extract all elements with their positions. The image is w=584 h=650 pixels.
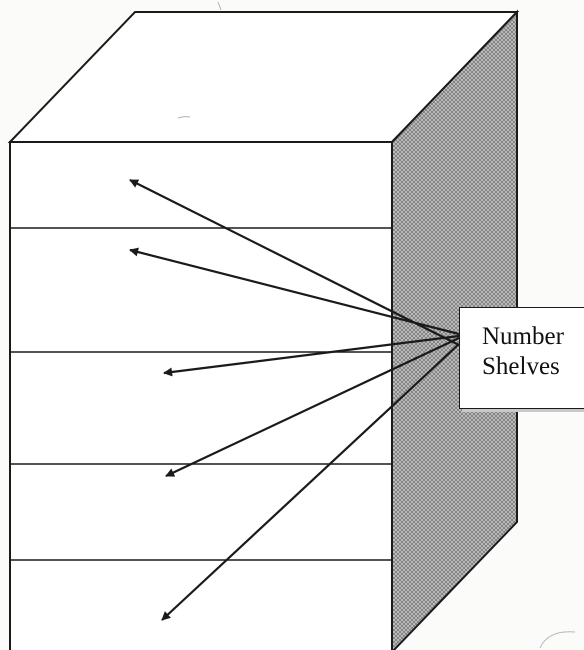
scan-mark: [539, 631, 576, 649]
case-front-face: [9, 141, 393, 650]
scan-mark: [177, 116, 191, 119]
arrow-to-shelf-4: [165, 337, 460, 477]
scan-mark: [217, 1, 222, 11]
callout-label-box: Number Shelves: [459, 307, 584, 409]
arrow-to-shelf-5: [161, 343, 460, 621]
arrow-to-shelf-2: [129, 247, 460, 336]
arrow-to-shelf-3: [163, 334, 460, 377]
arrow-to-shelf-1: [129, 179, 460, 346]
callout-label-line-1: Number: [482, 323, 564, 350]
callout-label-line-2: Shelves: [482, 353, 560, 380]
